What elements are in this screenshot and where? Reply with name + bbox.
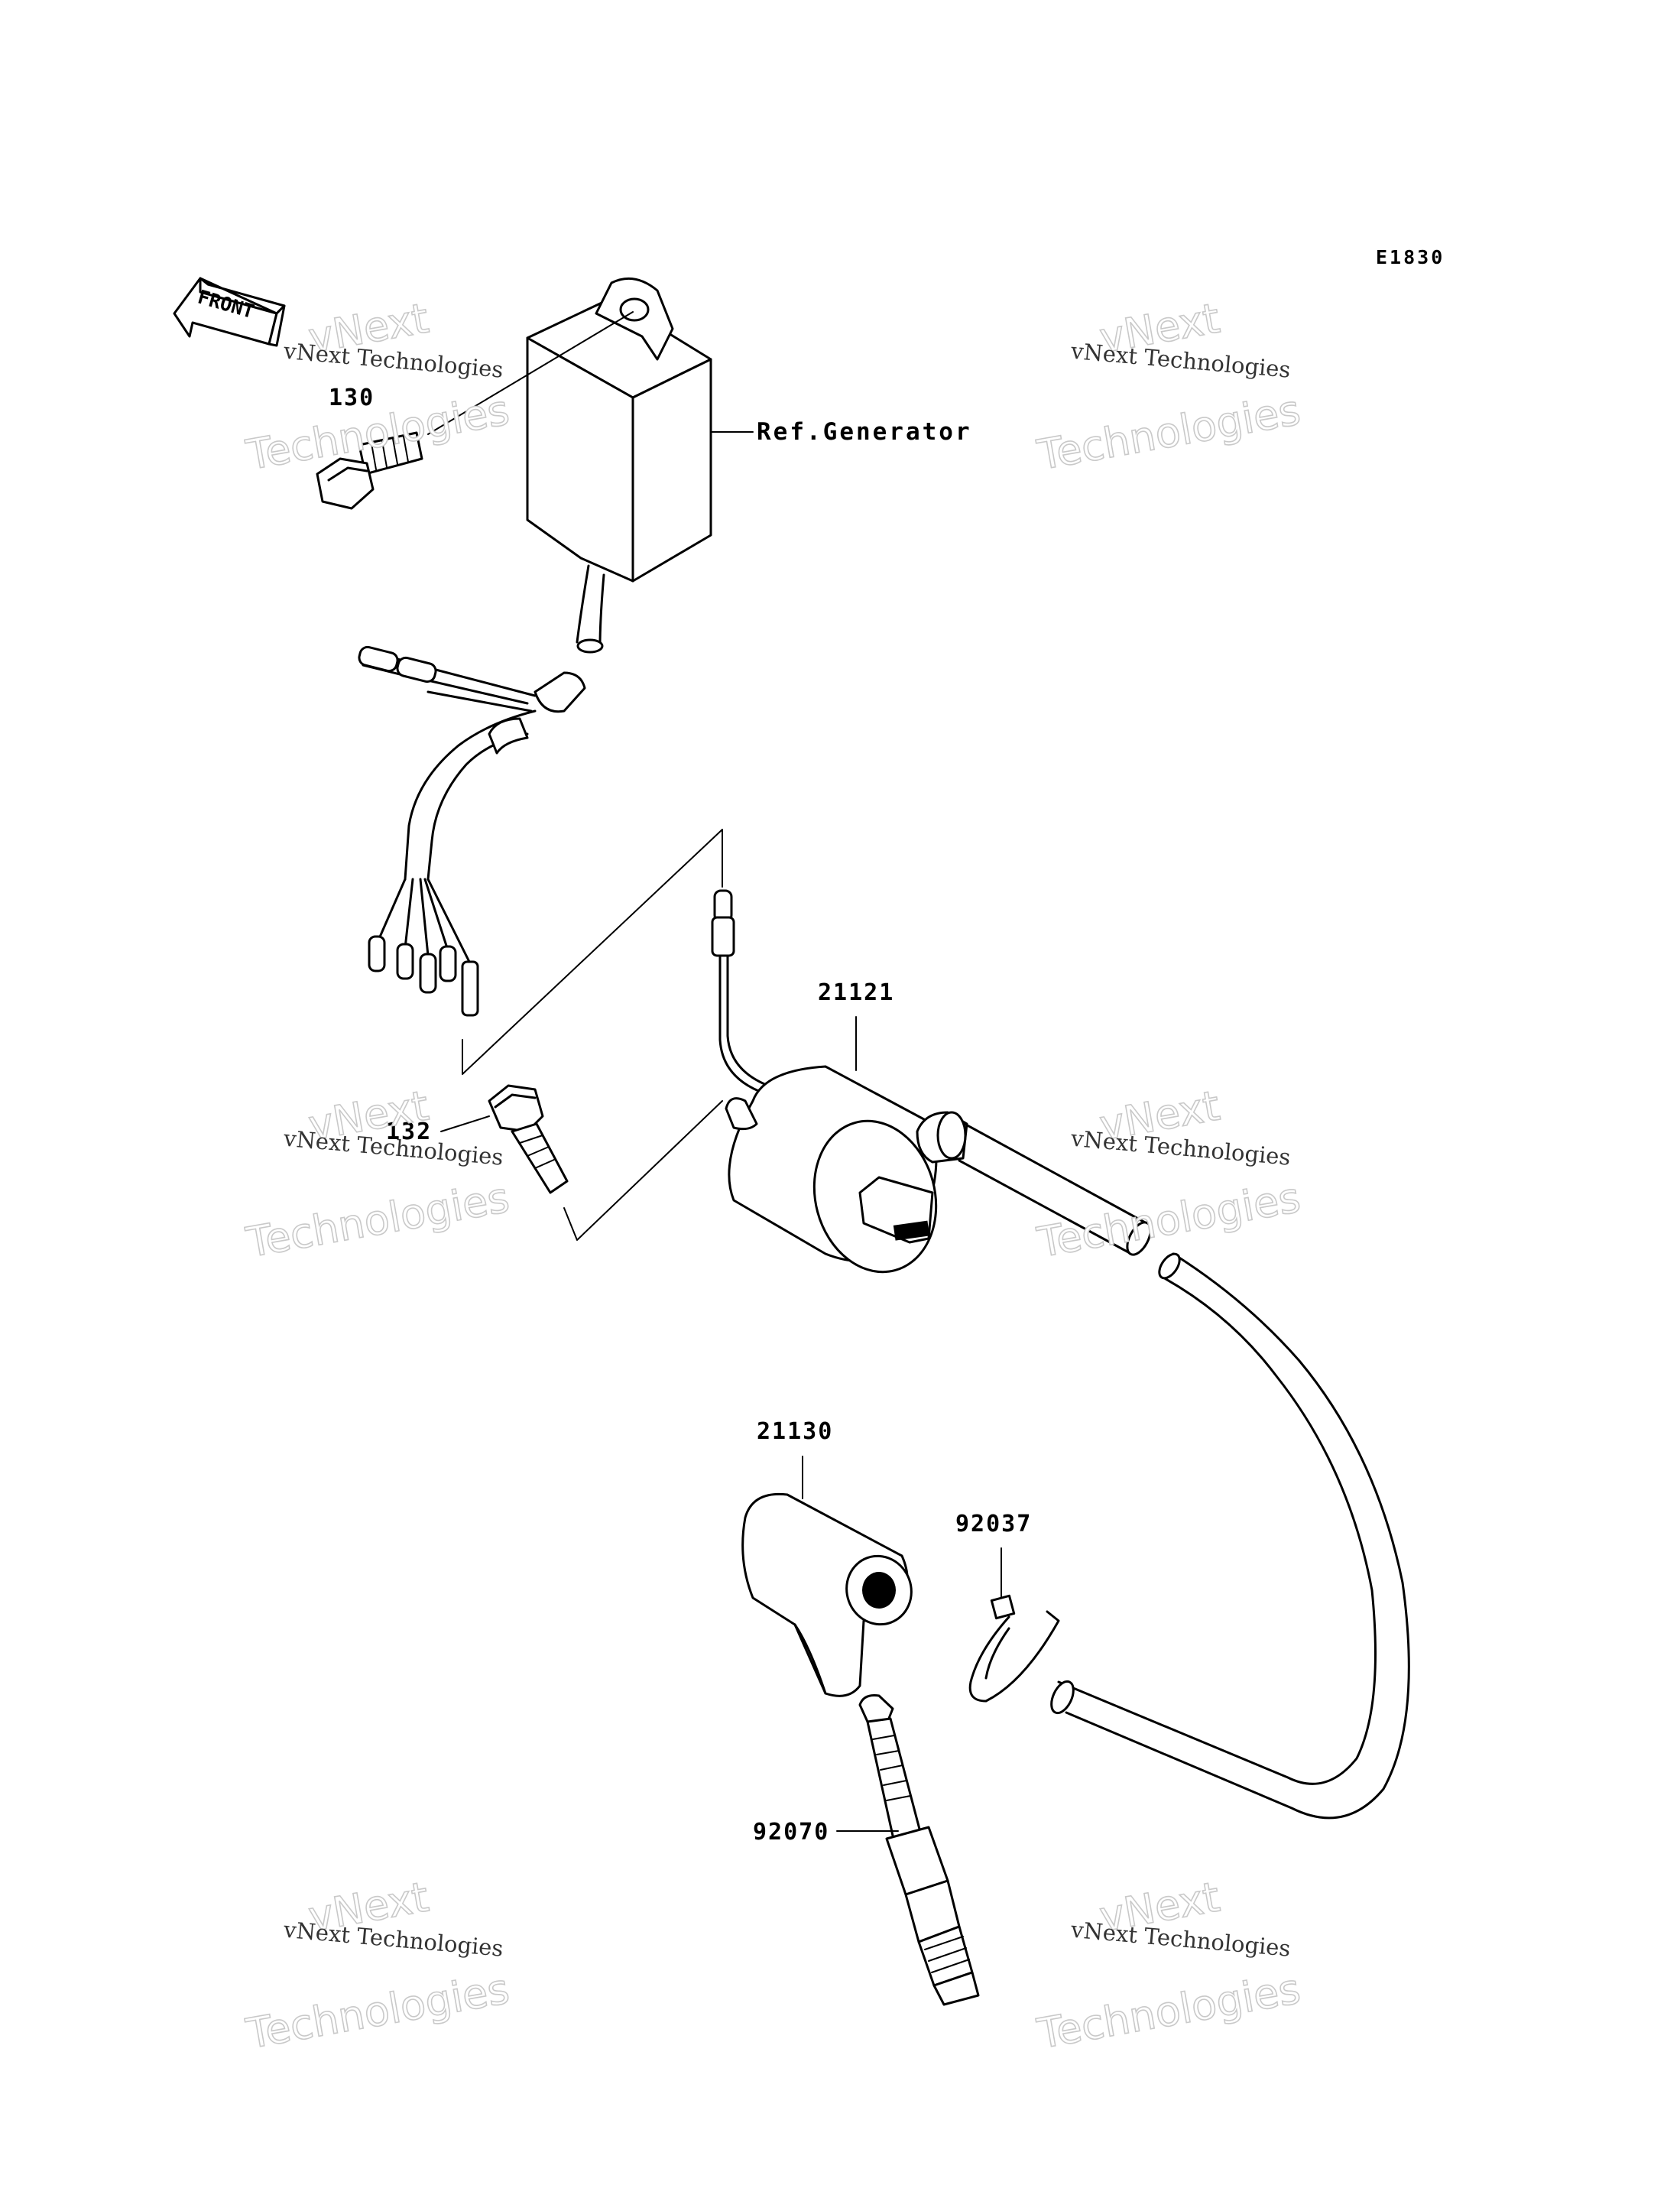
diagram-code: E1830	[1376, 246, 1445, 268]
watermark-middle-left: vNext Technologies vNext Technologies	[242, 1081, 513, 1268]
ignition-coil	[725, 1065, 1152, 1274]
watermark-top-left: vNext Technologies vNext Technologies	[242, 294, 513, 480]
watermark-bottom-right: vNext Technologies vNext Technologies	[1033, 1872, 1304, 2059]
part-number-130: 130	[329, 385, 375, 411]
wire-harness	[358, 645, 586, 1017]
watermark-middle-right: vNext Technologies vNext Technologies	[1033, 1081, 1304, 1268]
part-number-132: 132	[386, 1118, 432, 1145]
bolt-130-leader	[427, 311, 634, 435]
connection-line-1	[462, 829, 723, 1075]
svg-text:Technologies: Technologies	[1033, 1174, 1304, 1267]
watermark-top-right: vNext Technologies vNext Technologies	[1033, 294, 1304, 480]
connection-line-2	[563, 1100, 723, 1241]
svg-text:Technologies: Technologies	[1033, 1965, 1304, 2058]
watermark-bottom-left: vNext Technologies vNext Technologies	[242, 1872, 513, 2059]
part-number-21130: 21130	[757, 1418, 833, 1445]
front-arrow-icon: FRONT	[173, 277, 286, 347]
plug-cap	[741, 1492, 913, 1697]
svg-text:Technologies: Technologies	[242, 1965, 513, 2058]
svg-text:Technologies: Technologies	[242, 1174, 513, 1267]
coil-lead	[711, 889, 774, 1099]
svg-text:Technologies: Technologies	[1033, 386, 1304, 479]
ht-lead-outer	[1065, 1252, 1410, 1820]
ht-lead-inner	[1057, 1275, 1377, 1785]
bolt-132-leader	[440, 1115, 490, 1132]
bolt-130	[316, 431, 423, 510]
bolt-132	[488, 1084, 569, 1194]
clamp	[968, 1594, 1060, 1703]
ref-generator-unit	[526, 277, 712, 654]
ref-generator-label: Ref.Generator	[757, 418, 972, 446]
part-number-21121: 21121	[818, 979, 894, 1006]
part-number-92070: 92070	[753, 1819, 829, 1846]
spark-plug	[858, 1694, 980, 2006]
part-number-92037: 92037	[955, 1511, 1032, 1537]
